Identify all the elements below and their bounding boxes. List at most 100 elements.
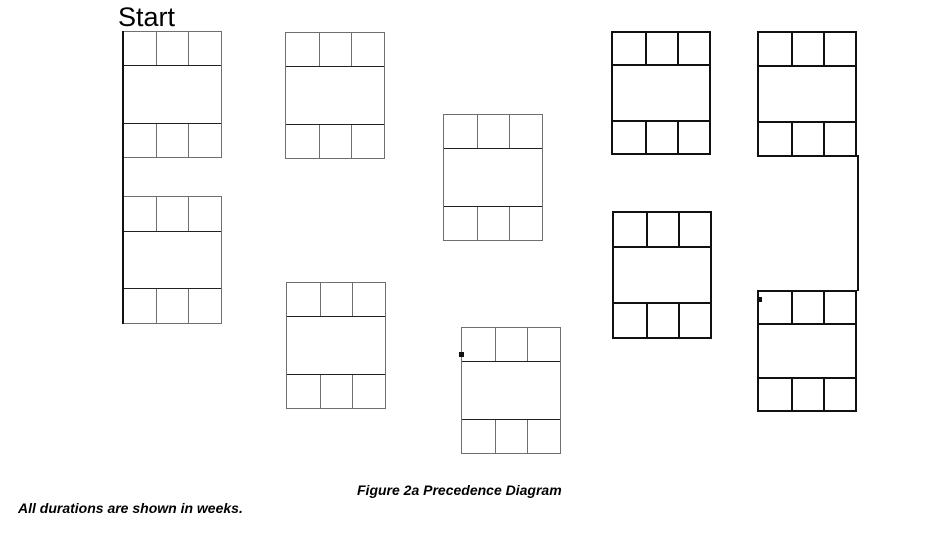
node-top-cell-2	[791, 33, 823, 65]
figure-title: Figure 2a Precedence Diagram	[357, 482, 562, 498]
node-top-cell-1	[759, 292, 791, 323]
node-activity-name	[286, 67, 384, 124]
node-top-row	[759, 292, 855, 325]
node-bottom-cell-1	[462, 420, 495, 453]
connector-start-to-node1	[122, 31, 124, 196]
node-activity-name	[614, 248, 710, 302]
activity-node-4[interactable]	[757, 31, 857, 157]
node-top-cell-1	[287, 283, 320, 316]
node-bottom-cell-2	[791, 123, 823, 155]
activity-node-5[interactable]	[443, 114, 543, 241]
node-top-cell-1	[123, 197, 156, 231]
node-top-cell-3	[188, 197, 221, 231]
activity-node-1[interactable]	[122, 31, 222, 158]
node-middle-row	[759, 67, 855, 121]
node-bottom-cell-3	[188, 289, 221, 323]
node-middle-row	[613, 66, 709, 120]
node-bottom-cell-3	[188, 124, 221, 157]
node-top-cell-3	[351, 33, 384, 66]
node-activity-name	[462, 362, 560, 419]
node-bottom-row	[444, 206, 542, 240]
node-bottom-row	[759, 121, 855, 155]
arrow-tick-node9	[757, 297, 762, 302]
node-top-cell-1	[614, 213, 646, 246]
activity-node-7[interactable]	[612, 211, 712, 339]
node-top-row	[123, 32, 221, 66]
activity-node-8[interactable]	[286, 282, 386, 409]
node-top-cell-2	[476, 115, 510, 148]
node-bottom-cell-2	[494, 420, 528, 453]
activity-node-6[interactable]	[122, 196, 222, 324]
node-bottom-cell-3	[352, 375, 385, 408]
node-top-row	[759, 33, 855, 67]
node-middle-row	[286, 67, 384, 124]
activity-node-3[interactable]	[611, 31, 711, 155]
node-bottom-cell-1	[286, 125, 319, 158]
node-bottom-cell-3	[351, 125, 384, 158]
node-top-cell-2	[155, 197, 189, 231]
node-bottom-cell-1	[614, 304, 646, 337]
node-middle-row	[123, 66, 221, 123]
node-top-cell-2	[318, 33, 352, 66]
node-bottom-cell-2	[318, 125, 352, 158]
node-bottom-cell-3	[677, 122, 709, 153]
node-activity-name	[444, 149, 542, 206]
node-bottom-cell-1	[613, 122, 645, 153]
node-top-row	[286, 33, 384, 67]
node-top-cell-2	[494, 328, 528, 361]
node-bottom-cell-3	[823, 379, 855, 410]
node-activity-name	[759, 325, 855, 377]
node-bottom-row	[759, 377, 855, 410]
node-middle-row	[444, 149, 542, 206]
activity-node-10[interactable]	[461, 327, 561, 454]
node-bottom-row	[462, 419, 560, 453]
node-middle-row	[614, 248, 710, 302]
activity-node-2[interactable]	[285, 32, 385, 159]
node-top-cell-3	[677, 33, 709, 64]
node-activity-name	[287, 317, 385, 374]
node-bottom-row	[123, 123, 221, 157]
node-top-cell-3	[823, 33, 855, 65]
node-top-cell-3	[352, 283, 385, 316]
node-top-cell-1	[759, 33, 791, 65]
node-bottom-row	[286, 124, 384, 158]
node-top-cell-3	[823, 292, 855, 323]
node-middle-row	[462, 362, 560, 419]
node-top-cell-1	[462, 328, 495, 361]
node-top-cell-1	[123, 32, 156, 65]
node-top-cell-2	[645, 33, 677, 64]
activity-node-9[interactable]	[757, 290, 857, 412]
node-top-cell-3	[527, 328, 560, 361]
node-top-cell-1	[286, 33, 319, 66]
node-top-cell-1	[444, 115, 477, 148]
node-bottom-cell-1	[759, 123, 791, 155]
node-bottom-cell-1	[444, 207, 477, 240]
node-bottom-cell-3	[509, 207, 542, 240]
node-activity-name	[123, 66, 221, 123]
node-bottom-cell-1	[123, 289, 156, 323]
node-top-cell-3	[678, 213, 710, 246]
node-bottom-row	[123, 288, 221, 323]
node-bottom-cell-1	[759, 379, 791, 410]
figure-note: All durations are shown in weeks.	[18, 500, 243, 516]
node-top-row	[462, 328, 560, 362]
start-label: Start	[118, 2, 176, 32]
node-middle-row	[287, 317, 385, 374]
node-bottom-row	[613, 120, 709, 153]
node-bottom-cell-1	[123, 124, 156, 157]
node-top-row	[613, 33, 709, 66]
node-bottom-cell-2	[155, 124, 189, 157]
node-activity-name	[123, 232, 221, 288]
node-top-cell-1	[613, 33, 645, 64]
node-top-row	[444, 115, 542, 149]
node-bottom-row	[614, 302, 710, 337]
node-bottom-cell-2	[476, 207, 510, 240]
node-top-cell-2	[646, 213, 678, 246]
node-activity-name	[613, 66, 709, 120]
node-bottom-cell-3	[823, 123, 855, 155]
node-top-row	[123, 197, 221, 232]
node-top-cell-2	[155, 32, 189, 65]
node-bottom-cell-3	[678, 304, 710, 337]
node-bottom-cell-2	[646, 304, 678, 337]
